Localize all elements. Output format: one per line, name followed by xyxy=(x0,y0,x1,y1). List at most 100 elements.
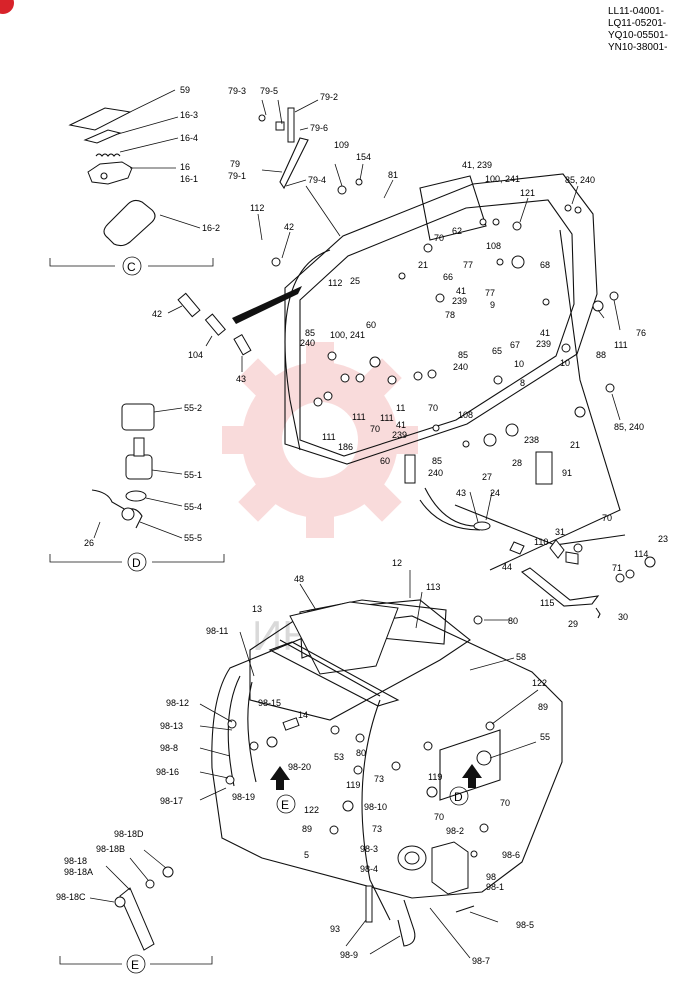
part-label: 85, 240 xyxy=(565,175,595,185)
part-label: 98-18B xyxy=(96,844,125,854)
part-label: 98-9 xyxy=(340,950,358,960)
stem-part xyxy=(133,437,145,457)
part-label: 79-4 xyxy=(308,175,326,185)
arrow-e-label: E xyxy=(281,798,289,812)
part-label: 111 xyxy=(322,432,336,442)
arrow-e-icon xyxy=(270,766,290,790)
part-label: 16-1 xyxy=(180,174,198,184)
part-label: 98-16 xyxy=(156,767,179,777)
part-label: 111 xyxy=(380,413,394,423)
detail-d: D xyxy=(49,403,225,572)
part-label: 28 xyxy=(512,458,522,468)
window-pane xyxy=(535,451,553,485)
part-label: 70 xyxy=(434,812,444,822)
part-label: 80 xyxy=(508,616,518,626)
part-label: 98-20 xyxy=(288,762,311,772)
part-label: 62 xyxy=(452,226,462,236)
part-label: 41, 239 xyxy=(462,160,492,170)
part-label: 73 xyxy=(372,824,382,834)
part-label: 44 xyxy=(502,562,512,572)
part-label: 239 xyxy=(392,430,407,440)
cable-part xyxy=(227,675,241,787)
part-label: 79-3 xyxy=(228,86,246,96)
pad-part xyxy=(83,129,122,144)
part-label: 79-2 xyxy=(320,92,338,102)
part-label: 98-4 xyxy=(360,864,378,874)
part-label: 98-15 xyxy=(258,698,281,708)
spring-part xyxy=(95,153,121,157)
part-label: 42 xyxy=(152,309,162,319)
detail-c-label: C xyxy=(127,260,136,274)
part-label: 104 xyxy=(188,350,203,360)
latch-part xyxy=(87,161,133,185)
watermark-logo xyxy=(222,342,418,538)
part-label: 111 xyxy=(614,340,628,350)
part-label: 77 xyxy=(485,288,495,298)
wiper-arm xyxy=(279,137,309,190)
part-label: 108 xyxy=(458,410,473,420)
part-label: 55-4 xyxy=(184,502,202,512)
part-label: 48 xyxy=(294,574,304,584)
part-label: 186 xyxy=(338,442,353,452)
part-label: 79-1 xyxy=(228,171,246,181)
part-label: 79 xyxy=(230,159,240,169)
part-label: 13 xyxy=(252,604,262,614)
serial-number: YN10-38001- xyxy=(607,42,668,53)
pin-part xyxy=(233,334,252,356)
part-label: 108 xyxy=(486,241,501,251)
part-label: 21 xyxy=(570,440,580,450)
part-label: 67 xyxy=(510,340,520,350)
part-label: 98-12 xyxy=(166,698,189,708)
part-label: 70 xyxy=(500,798,510,808)
part-label: 100, 241 xyxy=(330,330,365,340)
part-label: 59 xyxy=(180,85,190,95)
part-label: 239 xyxy=(536,339,551,349)
part-label: 23 xyxy=(658,534,668,544)
part-label: 100, 241 xyxy=(485,174,520,184)
part-label: 98-13 xyxy=(160,721,183,731)
part-label: 77 xyxy=(463,260,473,270)
part-label: 43 xyxy=(456,488,466,498)
part-label: 25 xyxy=(350,276,360,286)
part-label: 55-1 xyxy=(184,470,202,480)
part-label: 98-19 xyxy=(232,792,255,802)
part-label: 98 xyxy=(486,872,496,882)
part-label: 81 xyxy=(388,170,398,180)
part-label: 16-3 xyxy=(180,110,198,120)
part-label: 8 xyxy=(520,378,525,388)
part-label: 98-2 xyxy=(446,826,464,836)
detail-c: C xyxy=(49,89,214,276)
part-label: 60 xyxy=(380,456,390,466)
serial-number-block: LL11-04001- LQ11-05201- YQ10-05501- YN10… xyxy=(608,6,668,54)
part-label: 114 xyxy=(634,549,648,559)
part-label: 5 xyxy=(304,850,309,860)
socket-part xyxy=(121,507,135,521)
part-label: 85 xyxy=(458,350,468,360)
part-label: 21 xyxy=(418,260,428,270)
part-label: 76 xyxy=(636,328,646,338)
part-label: 98-18A xyxy=(64,867,93,877)
part-label: 98-18D xyxy=(114,829,144,839)
pin-part xyxy=(204,313,226,336)
part-label: 85, 240 xyxy=(614,422,644,432)
part-label: 98-7 xyxy=(472,956,490,966)
detail-circle xyxy=(122,256,142,276)
part-label: 26 xyxy=(84,538,94,548)
part-label: 98-11 xyxy=(206,626,228,636)
part-label: 58 xyxy=(516,652,526,662)
part-label: 122 xyxy=(304,805,319,815)
part-label: 55-5 xyxy=(184,533,202,543)
part-label: 41 xyxy=(540,328,550,338)
link-part xyxy=(119,887,155,951)
part-label: 111 xyxy=(352,412,366,422)
part-label: 115 xyxy=(540,598,554,608)
part-label: 43 xyxy=(236,374,246,384)
corner-badge xyxy=(0,0,14,14)
part-label: 9 xyxy=(490,300,495,310)
part-label: 31 xyxy=(555,527,565,537)
part-label: 41 xyxy=(396,420,406,430)
part-labels: 59 16-3 16-4 16 16-1 16-2 79-3 79-5 79-2… xyxy=(56,85,668,966)
cab-frame xyxy=(271,173,626,571)
rod-part xyxy=(365,885,373,923)
